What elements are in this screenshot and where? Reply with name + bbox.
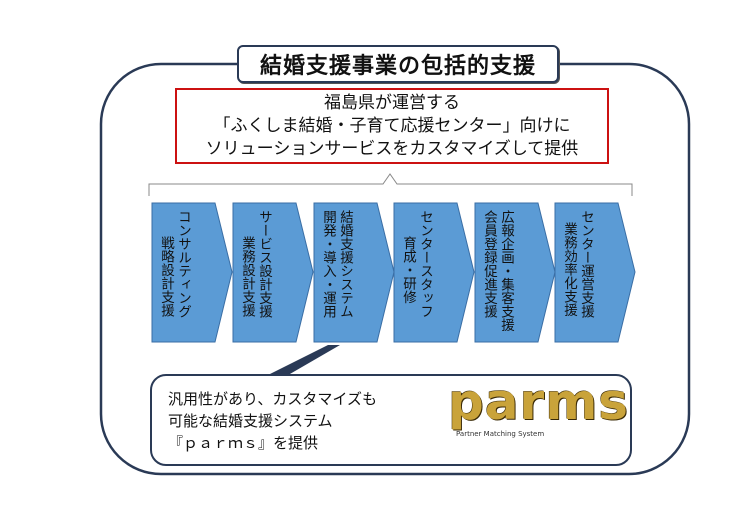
diagram-title: 結婚支援事業の包括的支援: [237, 45, 559, 83]
callout-line-1: 汎用性があり、カスタマイズも: [168, 390, 377, 408]
overview-line-2: 「ふくしま結婚・子育て応援センター」向けに: [213, 115, 571, 136]
step-5-col2: 会員登録促進支援: [481, 210, 497, 318]
step-6-col2: 業務効率化支援: [561, 222, 577, 317]
step-1-col1: コンサルティング: [175, 210, 191, 318]
callout-line-3: 『ｐａｒｍｓ』を提供: [168, 434, 319, 452]
step-arrow-4: [393, 202, 475, 343]
step-arrow-2: [232, 202, 314, 343]
step-6-col1: センター運営支援: [578, 210, 594, 318]
step-arrow-3: [313, 202, 395, 343]
brace: [148, 173, 633, 196]
step-5-col1: 広報企画・集客支援: [498, 210, 514, 332]
parms-callout-text: 汎用性があり、カスタマイズも 可能な結婚支援システム 『ｐａｒｍｓ』を提供: [168, 388, 377, 454]
step-3-col1: 結婚支援システム: [337, 210, 353, 318]
parms-logo: parms Partner Matching System: [448, 373, 628, 445]
step-3-col2: 開発・導入・運用: [320, 210, 336, 318]
overview-line-3: ソリューションサービスをカスタマイズして提供: [205, 138, 579, 159]
step-arrow-1: [151, 202, 233, 343]
step-2-col2: 業務設計支援: [239, 236, 255, 317]
step-arrow-5: [474, 202, 556, 343]
overview-box: 福島県が運営する 「ふくしま結婚・子育て応援センター」向けに ソリューションサー…: [175, 88, 609, 164]
step-4-col2: 育成・研修: [400, 236, 416, 304]
parms-callout-box: [150, 374, 632, 466]
step-arrow-6: [554, 202, 636, 343]
step-2-col1: サービス設計支援: [256, 210, 272, 318]
parms-logo-word: parms: [448, 373, 630, 431]
overview-line-1: 福島県が運営する: [324, 92, 460, 113]
callout-line-2: 可能な結婚支援システム: [168, 412, 333, 430]
process-arrows: [151, 202, 636, 343]
step-1-col2: 戦略設計支援: [158, 236, 174, 317]
step-4-col1: センタースタッフ: [417, 210, 433, 318]
parms-logo-tagline: Partner Matching System: [456, 430, 545, 438]
callout-pointer: [262, 345, 340, 378]
